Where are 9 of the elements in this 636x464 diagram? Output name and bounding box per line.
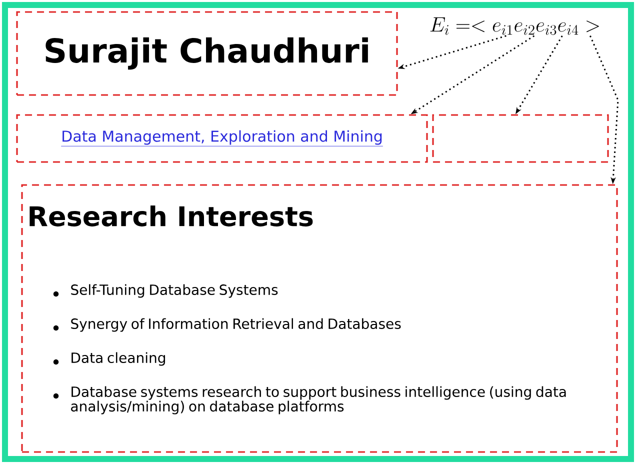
bullet-item: Database systems research to support business intelligence (using data analysis/mining) on database platforms [71,386,566,414]
bullet-item: Synergy of Information Retrieval and Databases [71,318,401,332]
link-box: Data Management, Exploration and Mining [16,114,428,163]
bullet-item: Data cleaning [72,352,166,366]
bullet-item: Self-Tuning Database Systems [71,284,278,298]
heading: Research Interests [30,206,313,226]
formula: $E_i =< e_{i1}e_{i2}e_{i3}e_{i4} >$ [430,17,599,35]
link-box [432,114,609,163]
name-box: Surajit Chaudhuri [16,11,398,96]
